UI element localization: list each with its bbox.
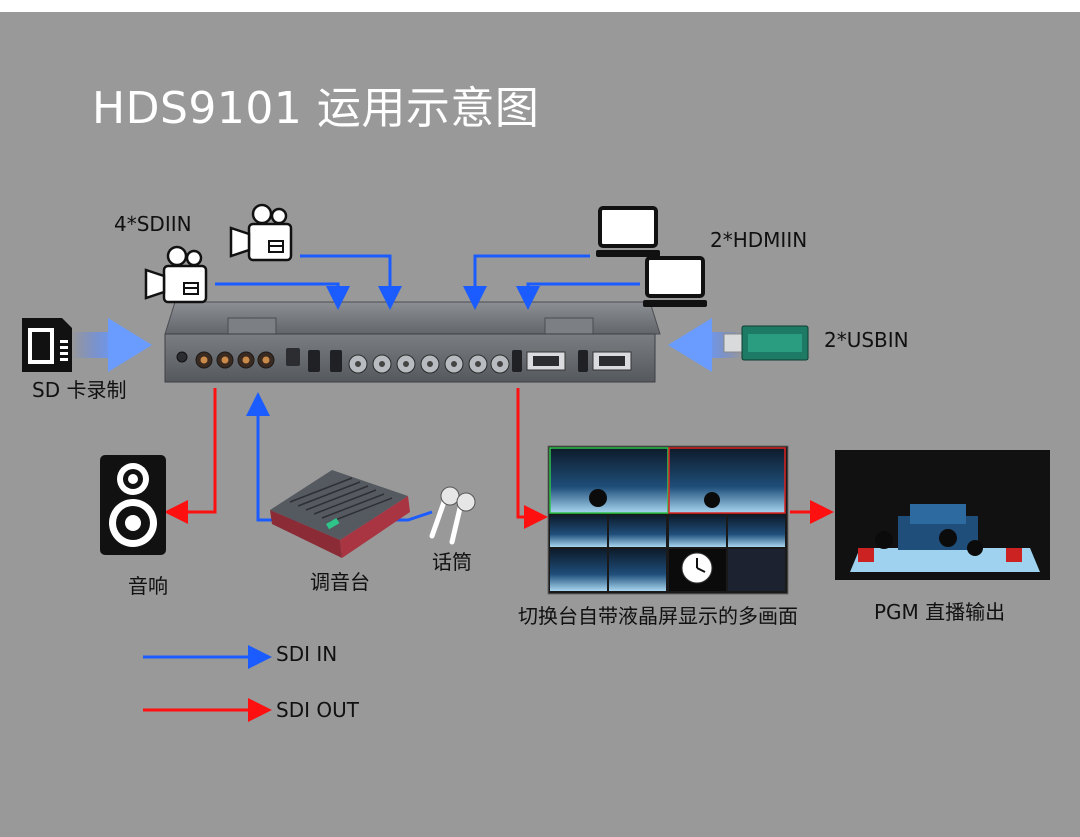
sdi-in-camera-label: 4*SDIIN <box>114 212 192 236</box>
monitor-icon <box>643 256 707 307</box>
speaker-label: 音响 <box>128 574 168 598</box>
microphone-icon <box>429 486 476 545</box>
microphone-label: 话筒 <box>432 550 472 574</box>
hdmi-in-label: 2*HDMIIN <box>710 228 808 252</box>
legend-sdi-out-label: SDI OUT <box>276 698 359 722</box>
sd-card-label: SD 卡录制 <box>32 378 127 402</box>
mixer-icon <box>270 470 410 558</box>
camera-icon <box>229 203 293 262</box>
hdmi-in-arrow-1 <box>463 254 590 310</box>
switcher-device <box>164 301 661 383</box>
page-title: HDS9101 运用示意图 <box>92 83 540 134</box>
sd-card-icon <box>22 318 72 372</box>
mixer-to-device-arrow <box>246 392 270 522</box>
diagram-canvas: HDS9101 运用示意图 <box>0 12 1080 837</box>
sd-glow-arrow <box>72 318 152 372</box>
pgm-label: PGM 直播输出 <box>874 600 1006 624</box>
audio-out-arrow <box>164 388 217 524</box>
speaker-icon <box>100 455 166 555</box>
monitor-icon <box>596 206 660 257</box>
legend-sdi-in-label: SDI IN <box>276 642 338 666</box>
usb-in-label: 2*USBIN <box>824 328 909 352</box>
camera-icon <box>144 245 208 304</box>
mixer-label: 调音台 <box>310 570 370 594</box>
hdmi-in-arrow-2 <box>516 282 640 310</box>
multiview-label: 切换台自带液晶屏显示的多画面 <box>518 604 798 628</box>
usb-drive-icon <box>723 325 809 361</box>
multiview-screen <box>547 445 789 595</box>
pgm-screen <box>835 450 1050 580</box>
sdi-in-arrow-2 <box>215 282 350 310</box>
diagram-svg <box>22 203 1050 722</box>
sdi-out-arrow <box>516 388 548 529</box>
sdi-in-arrow-1 <box>300 254 402 310</box>
